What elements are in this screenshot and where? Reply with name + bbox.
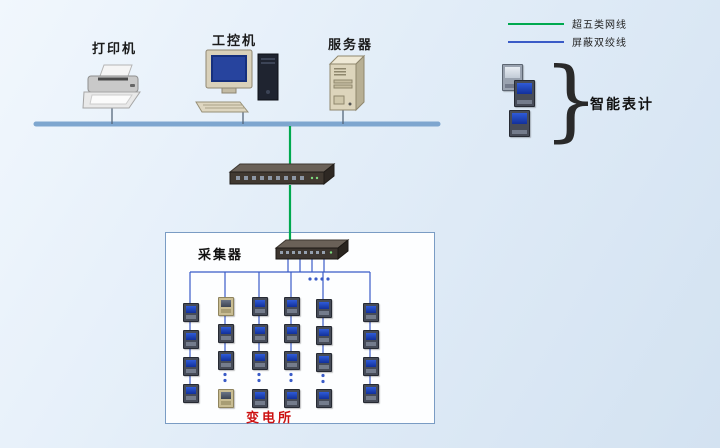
- ellipsis-dot: [314, 277, 318, 281]
- brace-glyph: }: [543, 48, 599, 151]
- ellipsis-dot: [321, 373, 325, 378]
- cat5e-label: 超五类网线: [572, 20, 627, 31]
- cat5e-line-sample: [508, 22, 564, 25]
- network-switch-icon: [228, 162, 336, 186]
- ellipsis-dot: [223, 372, 227, 377]
- printer-label: 打印机: [92, 42, 138, 57]
- meter-icon: [183, 384, 199, 403]
- ipc-label: 工控机: [212, 34, 258, 49]
- ellipsis-dot: [223, 378, 227, 383]
- meter-icon: [363, 330, 379, 349]
- meter-icon: [363, 303, 379, 322]
- meter-icon: [218, 389, 234, 408]
- meter-icon: [316, 299, 332, 318]
- ellipsis-dot: [257, 378, 261, 383]
- server-label: 服务器: [328, 38, 374, 53]
- collector-icon: [274, 238, 350, 261]
- legend-item-twisted-pair: 屏蔽双绞线: [508, 34, 627, 49]
- meter-icon: [183, 357, 199, 376]
- meter-icon: [252, 351, 268, 370]
- ellipsis-dot: [308, 277, 312, 281]
- ellipsis-dot: [289, 372, 293, 377]
- ellipsis-dot: [326, 277, 330, 281]
- ellipsis-dot: [289, 378, 293, 383]
- legend-item-cat5e: 超五类网线: [508, 16, 627, 31]
- meter-icon: [218, 351, 234, 370]
- ellipsis-dot: [257, 372, 261, 377]
- meter-icon: [252, 324, 268, 343]
- printer-icon: [82, 64, 141, 109]
- meter-icon: [363, 384, 379, 403]
- ellipsis-dot: [320, 277, 324, 281]
- industrial-computer-icon: [195, 49, 279, 113]
- server-icon: [328, 54, 366, 112]
- meter-icon: [316, 353, 332, 372]
- meter-icon: [218, 297, 234, 316]
- meter-icon: [316, 389, 332, 408]
- smart-meter-icon: [514, 80, 535, 107]
- meter-icon: [252, 297, 268, 316]
- substation-label: 变电所: [246, 411, 295, 426]
- collector-label: 采集器: [198, 248, 244, 263]
- meter-icon: [183, 330, 199, 349]
- meter-icon: [252, 389, 268, 408]
- meter-icon: [284, 324, 300, 343]
- meter-icon: [183, 303, 199, 322]
- twisted-pair-line-sample: [508, 40, 564, 43]
- ellipsis-dot: [321, 379, 325, 384]
- twisted-pair-label: 屏蔽双绞线: [572, 38, 627, 49]
- meter-icon: [316, 326, 332, 345]
- meter-icon: [284, 389, 300, 408]
- smart-meter-icon: [509, 110, 530, 137]
- meter-icon: [284, 351, 300, 370]
- meter-icon: [218, 324, 234, 343]
- smart-meters-label: 智能表计: [590, 97, 654, 113]
- meter-icon: [363, 357, 379, 376]
- meter-icon: [284, 297, 300, 316]
